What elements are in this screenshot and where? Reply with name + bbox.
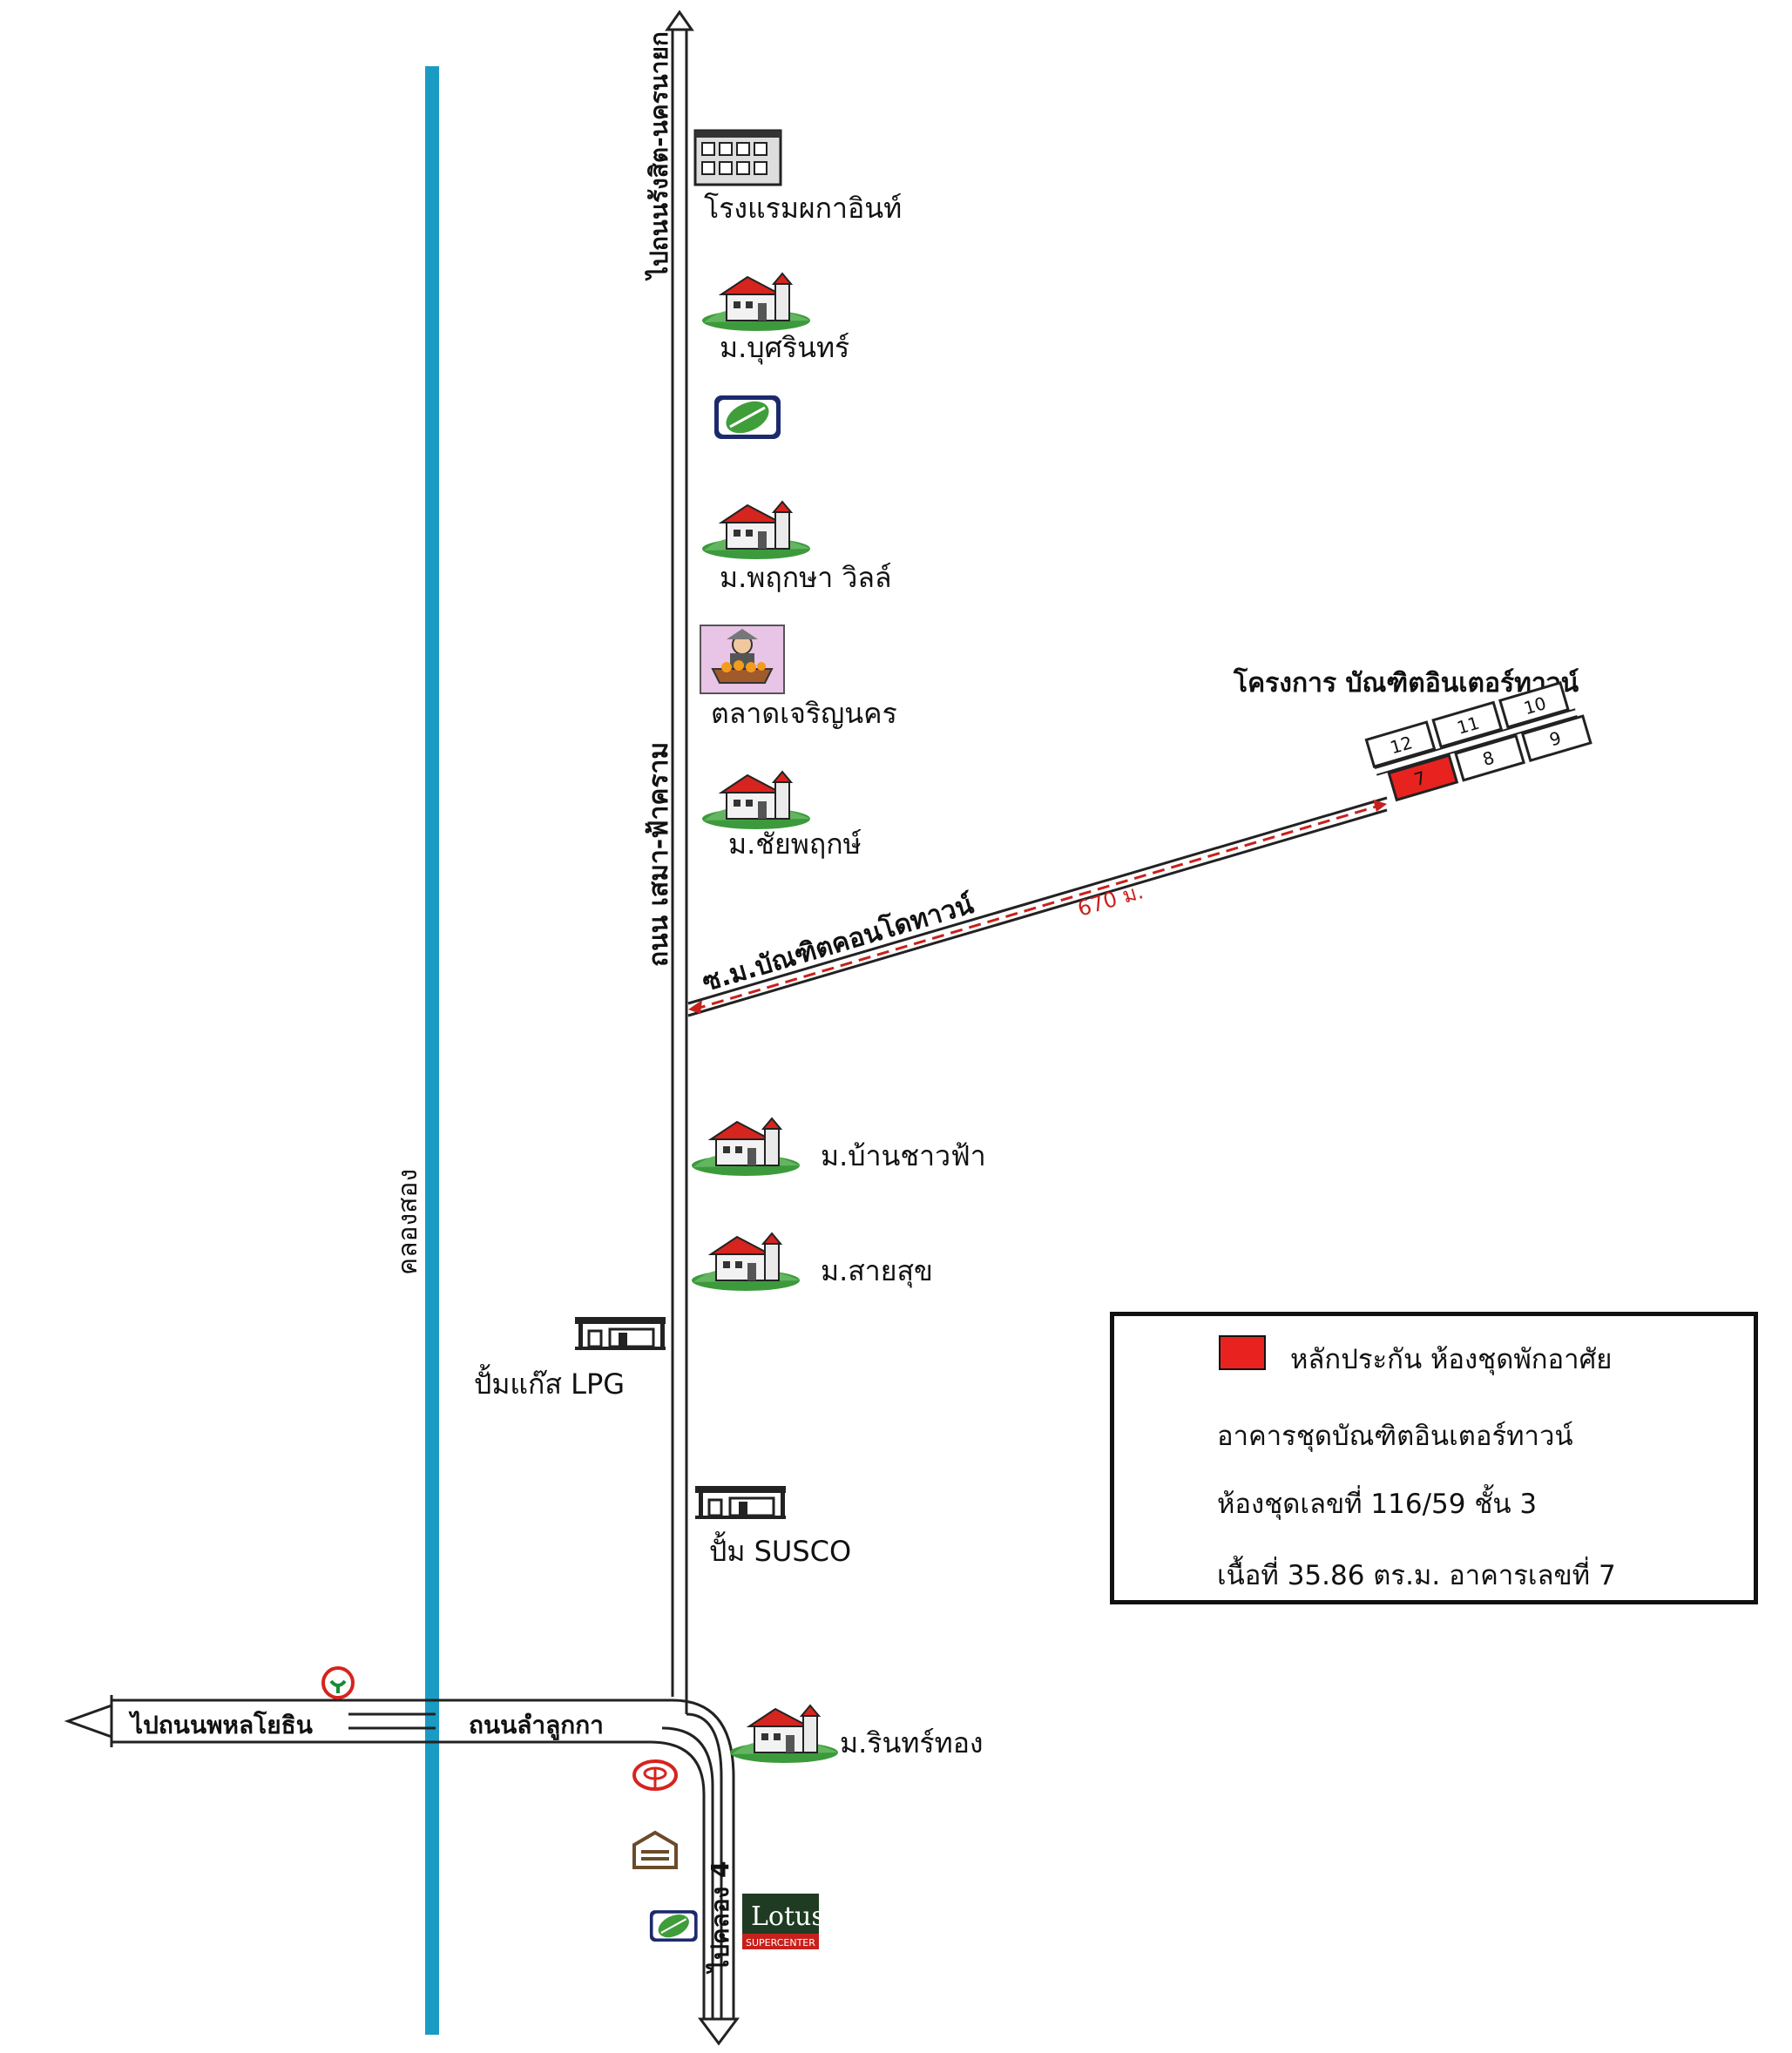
market-vendor-icon — [700, 625, 785, 694]
legend-line-1: อาคารชุดบัณฑิตอินเตอร์ทาวน์ — [1217, 1421, 1573, 1452]
cross-road-label: ถนนลำลูกกา — [469, 1711, 604, 1740]
to-south-road-label: ไปคลอง 4 — [706, 1861, 734, 1975]
canal-label: คลองสอง — [393, 1169, 423, 1275]
collateral-swatch — [1219, 1335, 1266, 1370]
house-icon — [691, 1232, 801, 1292]
building-7-collateral: 7 — [1387, 753, 1459, 802]
landmark-label-susco: ปั้ม SUSCO — [709, 1531, 851, 1568]
building-8: 8 — [1454, 733, 1525, 782]
legend-box: หลักประกัน ห้องชุดพักอาศัย อาคารชุดบัณฑิ… — [1110, 1312, 1758, 1604]
landmark-label-rinthong: ม.รินทร์ทอง — [840, 1726, 984, 1759]
cross-road — [64, 1695, 740, 2046]
main-road — [665, 10, 694, 1714]
landmark-label-pruksa: ม.พฤกษา วิลล์ — [720, 561, 892, 594]
landmark-label-saisuk: ม.สายสุข — [821, 1254, 933, 1288]
lotus-logo-subtext: SUPERCENTER — [746, 1937, 815, 1948]
to-west-road-label: ไปถนนพหลโยธิน — [128, 1710, 313, 1739]
lotus-logo-icon: Lotus SUPERCENTER — [742, 1894, 825, 1949]
house-icon — [701, 771, 811, 830]
landmark-label-lpg: ปั้มแก๊ส LPG — [474, 1364, 625, 1401]
gas-station-icon — [693, 1484, 788, 1521]
landmark-label-busarin: ม.บุศรินทร์ — [720, 331, 849, 365]
main-road-label: ถนน เสมา-ฟ้าคราม — [644, 742, 674, 967]
bank-leaf-logo-icon — [713, 394, 782, 441]
soi-road — [687, 796, 1388, 1017]
landmark-label-hotel: โรงแรมผกาอินท์ — [704, 192, 902, 225]
building-12: 12 — [1364, 720, 1437, 768]
landmark-label-chaipruk: ม.ชัยพฤกษ์ — [728, 827, 862, 861]
building-9: 9 — [1520, 714, 1593, 763]
legend-line-3: เนื้อที่ 35.86 ตร.ม. อาคารเลขที่ 7 — [1217, 1560, 1616, 1591]
house-icon — [701, 501, 811, 560]
house-icon — [701, 273, 811, 332]
house-icon — [729, 1705, 839, 1764]
landmark-label-banchaofa: ม.บ้านชาวฟ้า — [821, 1139, 986, 1172]
legend-line-2: ห้องชุดเลขที่ 116/59 ชั้น 3 — [1217, 1489, 1538, 1520]
lotus-logo-text: Lotus — [751, 1901, 825, 1932]
building-10: 10 — [1498, 681, 1570, 729]
to-north-road-label: ไปถนนรังสิต-นครนายก — [645, 31, 673, 281]
legend-marker-label: หลักประกัน ห้องชุดพักอาศัย — [1290, 1344, 1613, 1375]
landmark-label-market: ตลาดเจริญนคร — [711, 697, 897, 730]
gas-station-icon — [573, 1315, 667, 1352]
project-buildings: 12 11 10 7 8 9 — [1364, 681, 1593, 802]
homepro-logo-icon — [632, 1830, 678, 1869]
building-11: 11 — [1431, 700, 1504, 749]
hotel-icon — [693, 129, 782, 186]
bank-leaf-logo-icon — [648, 1908, 699, 1943]
house-icon — [691, 1118, 801, 1177]
canal-line — [425, 66, 439, 2035]
kbank-logo-icon — [321, 1666, 355, 1699]
toyota-logo-icon — [632, 1759, 678, 1791]
